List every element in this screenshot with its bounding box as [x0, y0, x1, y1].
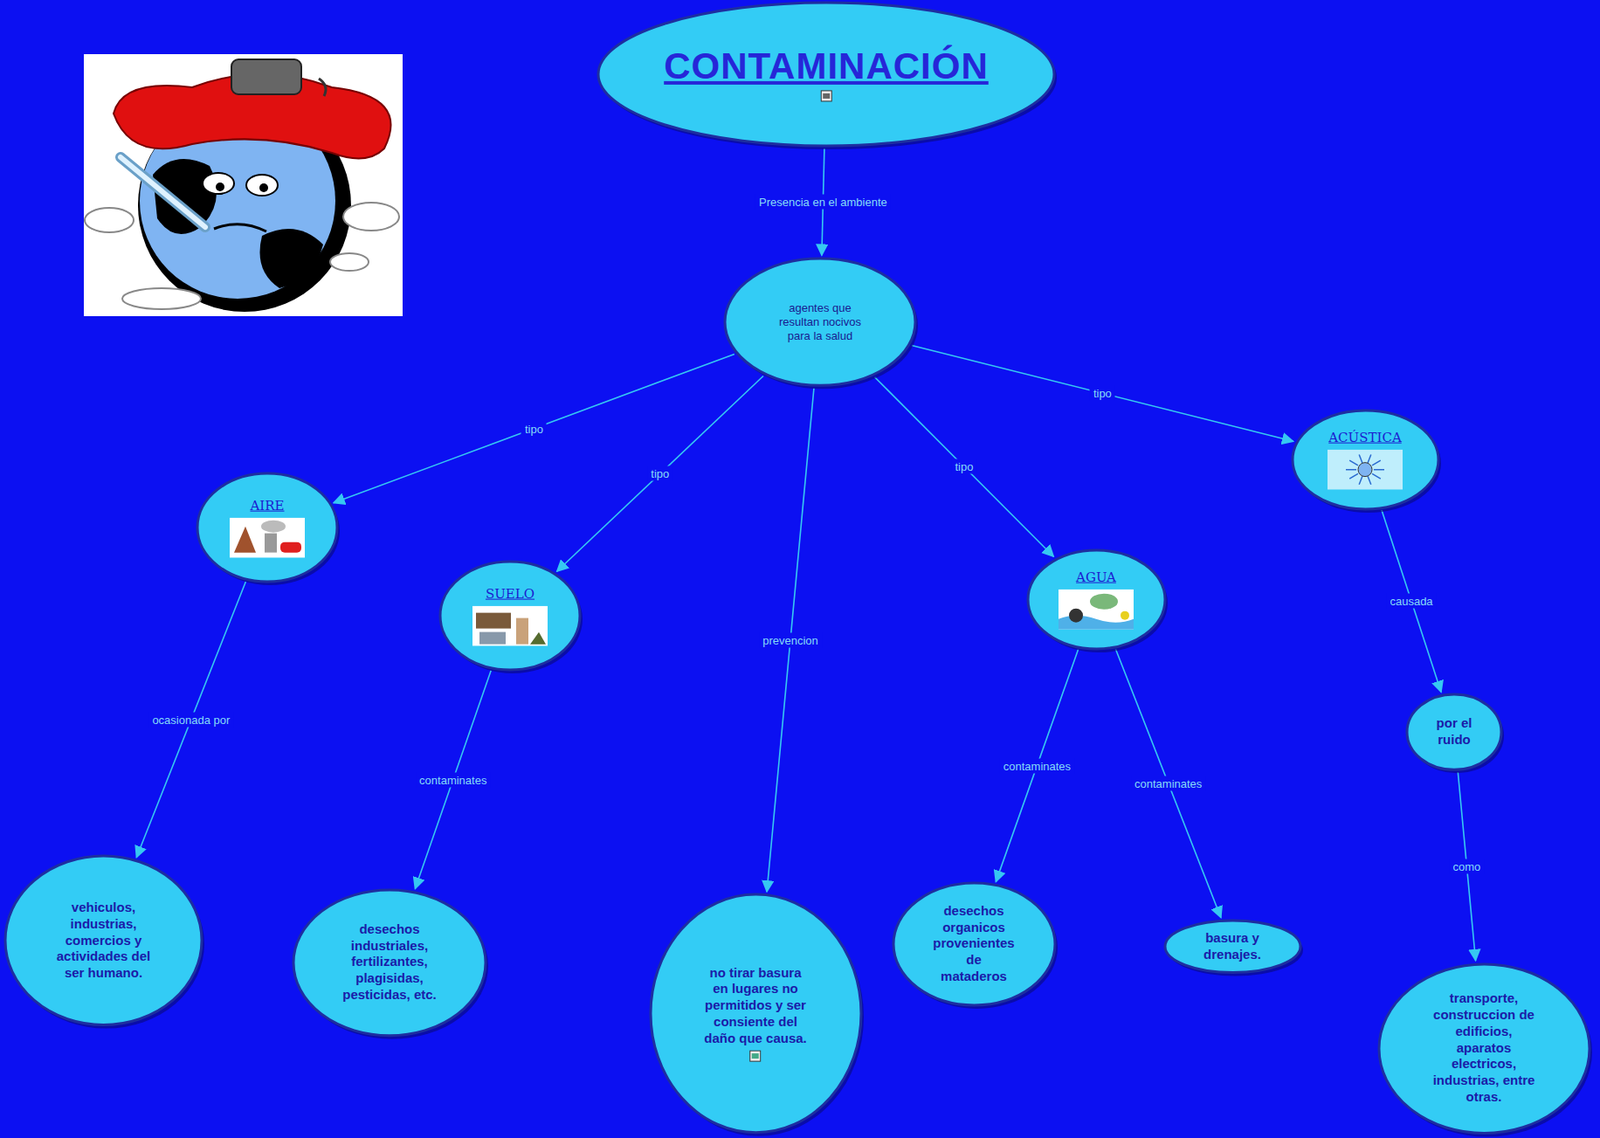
ellipse-fill	[1165, 920, 1301, 973]
ellipse-fill	[1027, 550, 1166, 649]
concept-ellipse: basura y drenajes.	[1163, 918, 1303, 975]
connector-label: tipo	[521, 420, 547, 436]
category-ellipse: SUELO	[438, 559, 582, 672]
node-text: SUELO	[485, 586, 535, 603]
connector-label: tipo	[1089, 386, 1116, 401]
node-icon	[749, 1049, 762, 1063]
node-text: no tirar basura en lugares no permitidos…	[702, 965, 810, 1048]
ellipse-fill	[1406, 694, 1502, 770]
title-ellipse: CONTAMINACIÓN	[596, 0, 1056, 148]
connector-arrow	[911, 344, 1294, 442]
connector-label: como	[1449, 858, 1485, 874]
connector-arrow	[136, 581, 246, 858]
node-content: CONTAMINACIÓN	[663, 46, 989, 103]
node-text: basura y drenajes.	[1197, 930, 1268, 964]
node-text: desechos industriales, fertilizantes, pl…	[340, 921, 439, 1004]
ellipse-fill	[197, 473, 338, 582]
ellipse-fill	[293, 889, 486, 1036]
connector-label: contaminates	[1131, 775, 1206, 791]
connector-arrow	[1381, 510, 1442, 692]
node-content: por el ruido	[1429, 715, 1479, 749]
connector-label: prevencion	[758, 632, 822, 648]
node-text: por el ruido	[1429, 715, 1479, 749]
node-text: ACÚSTICA	[1328, 429, 1401, 447]
ellipse-fill	[598, 2, 1055, 146]
node-content: no tirar basura en lugares no permitidos…	[702, 965, 810, 1063]
node-content: AIRE	[229, 497, 305, 559]
node-icon	[1327, 448, 1403, 490]
node-content: ACÚSTICA	[1327, 429, 1403, 490]
ellipse-outline	[648, 892, 863, 1135]
ellipse-fill	[1292, 410, 1439, 510]
ellipse-fill	[5, 855, 202, 1026]
connector-arrow	[1115, 648, 1221, 918]
node-text: AIRE	[249, 497, 284, 515]
ellipse-fill	[1379, 964, 1590, 1134]
connector-label: contaminates	[1000, 758, 1075, 773]
node-text: desechos organicos provenientes de matad…	[932, 903, 1016, 986]
concept-ellipse: no tirar basura en lugares no permitidos…	[648, 892, 863, 1135]
connector-label: Presencia en el ambiente	[755, 194, 891, 210]
ellipse-fill	[893, 882, 1056, 1006]
node-icon	[229, 517, 305, 558]
connector-arrow	[875, 377, 1055, 557]
node-content: SUELO	[472, 586, 548, 647]
node-content: vehiculos, industrias, comercios y activ…	[53, 899, 154, 982]
connector-arrow	[995, 649, 1078, 883]
node-content: transporte, construccion de edificios, a…	[1430, 991, 1538, 1106]
title-text: CONTAMINACIÓN	[663, 46, 989, 87]
connector-label: ocasionada por	[148, 711, 234, 727]
node-text: transporte, construccion de edificios, a…	[1430, 991, 1538, 1106]
sick-earth-picture	[83, 54, 403, 317]
connector-arrow	[333, 353, 735, 503]
node-content: AGUA	[1058, 569, 1134, 630]
concept-ellipse: desechos organicos provenientes de matad…	[891, 881, 1057, 1007]
node-text: vehiculos, industrias, comercios y activ…	[53, 899, 154, 982]
concept-ellipse: agentes que resultan nocivos para la sal…	[723, 256, 918, 387]
node-text: agentes que resultan nocivos para la sal…	[772, 301, 869, 345]
ellipse-fill	[650, 894, 862, 1133]
connector-label: causada	[1386, 593, 1436, 609]
node-content: agentes que resultan nocivos para la sal…	[772, 301, 869, 345]
concept-ellipse: vehiculos, industrias, comercios y activ…	[3, 854, 204, 1028]
category-ellipse: ACÚSTICA	[1290, 408, 1441, 511]
category-ellipse: AIRE	[195, 471, 339, 584]
concept-ellipse: transporte, construccion de edificios, a…	[1377, 962, 1592, 1136]
ellipse-fill	[440, 561, 580, 670]
concept-ellipse: por el ruido	[1405, 692, 1504, 772]
node-content: desechos organicos provenientes de matad…	[932, 903, 1016, 986]
connector-arrow	[414, 670, 491, 890]
connector-arrow	[557, 376, 764, 573]
connector-label: tipo	[951, 459, 977, 475]
concept-ellipse: desechos industriales, fertilizantes, pl…	[291, 888, 488, 1038]
node-icon	[472, 605, 548, 646]
node-content: desechos industriales, fertilizantes, pl…	[340, 921, 439, 1004]
node-content: basura y drenajes.	[1197, 930, 1268, 964]
connector-label: tipo	[647, 466, 673, 482]
node-icon	[820, 89, 833, 103]
connector-label: contaminates	[415, 772, 490, 787]
ellipse-fill	[724, 258, 916, 386]
category-ellipse: AGUA	[1026, 548, 1167, 651]
node-text: AGUA	[1075, 569, 1117, 587]
node-icon	[1058, 588, 1134, 629]
